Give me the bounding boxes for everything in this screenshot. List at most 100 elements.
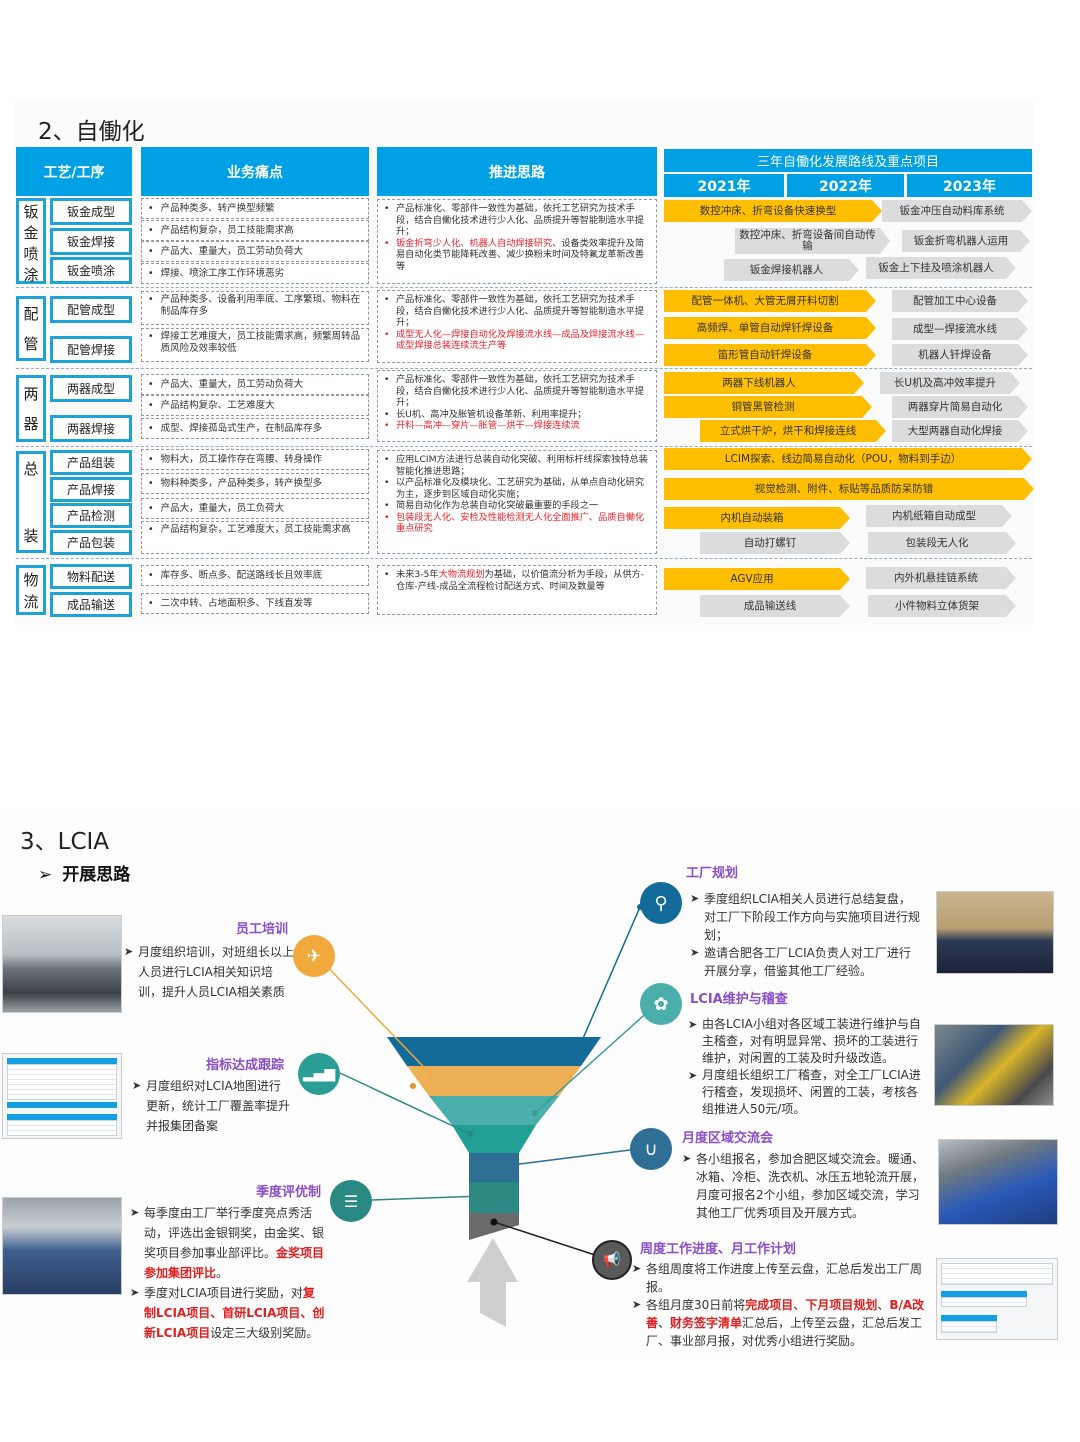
roadmap-item: 内机自动装箱 — [664, 507, 850, 529]
header-year-2023: 2023年 — [907, 174, 1032, 197]
pain-point: •产品大、重量大，员工劳动负荷大 — [141, 374, 369, 395]
roadmap-item: 视觉检测、附件、标贴等品质防呆防错 — [664, 478, 1034, 500]
search-icon: ⚲ — [640, 882, 682, 924]
process-pipe-welding: 配管焊接 — [50, 336, 132, 363]
roadmap-item: 笛形管自动钎焊设备 — [664, 344, 876, 366]
roadmap-item: LCIM探索、线边简易自动化（POU，物料到手边） — [664, 448, 1032, 470]
header-approach: 推进思路 — [377, 147, 657, 196]
process-pipe-forming: 配管成型 — [50, 296, 132, 323]
roadmap-item: 两器下线机器人 — [664, 372, 864, 394]
slide-title-automation: 2、自働化 — [38, 119, 145, 145]
roadmap-item: 两器穿片简易自动化 — [892, 396, 1028, 418]
weekly-title: 周度工作进度、月工作计划 — [640, 1242, 797, 1257]
pain-point: •物料种类多，产品种类多，转产换型多 — [141, 473, 369, 494]
up-arrow-icon — [467, 1238, 518, 1327]
slide-title-lcia: 3、LCIA — [20, 829, 110, 855]
process-hx-welding: 两器焊接 — [50, 415, 132, 442]
group-char: 两 — [23, 384, 39, 403]
roadmap-item: 自动打螺钉 — [700, 532, 850, 554]
group-char: 喷 — [23, 245, 39, 263]
quarterly-text: ➤每季度由工厂举行季度亮点秀活动，评选出金银铜奖，由金奖、银奖项目参加事业部评比… — [130, 1206, 325, 1340]
process-product-conveying: 成品输送 — [50, 592, 132, 617]
roadmap-item: 机器人钎焊设备 — [892, 344, 1028, 366]
group-char: 总 — [23, 460, 39, 478]
pain-point: •产品结构复杂、工艺难度大 — [141, 395, 369, 416]
process-inspection: 产品检测 — [50, 503, 132, 528]
funnel-layer-3 — [429, 1096, 559, 1125]
funnel-spout — [469, 1213, 519, 1240]
group-char: 配 — [23, 305, 39, 324]
training-photo — [2, 915, 122, 1013]
roadmap-item: 配管加工中心设备 — [892, 290, 1028, 312]
header-pain-points: 业务痛点 — [141, 147, 369, 196]
pain-point: •成型、焊接孤岛式生产，在制品库存多 — [141, 418, 369, 439]
kpi-text: ➤月度组织对LCIA地图进行更新，统计工厂覆盖率提升并报集团备案 — [132, 1079, 291, 1133]
roadmap-item: 数控冲床、折弯设备快速换型 — [664, 200, 882, 222]
roadmap-item: 内外机悬挂链系统 — [866, 567, 1016, 589]
weekly-report-image — [936, 1258, 1058, 1340]
process-product-welding: 产品焊接 — [50, 477, 132, 502]
roadmap-item: 包装段无人化 — [868, 532, 1016, 554]
roadmap-item: 高频焊、单管自动焊钎焊设备 — [664, 317, 876, 339]
kpi-title: 指标达成跟踪 — [206, 1058, 285, 1073]
process-sheet-welding: 钣金焊接 — [50, 228, 132, 255]
pain-point: •产品种类多、设备利用率底、工序繁琐、物料在制品库存多 — [141, 291, 369, 325]
process-assembly: 产品组装 — [50, 450, 132, 475]
roadmap-item: 数控冲床、折弯设备间自动传输 — [735, 228, 890, 254]
group-char: 钣 — [23, 203, 39, 221]
funnel-layer-2 — [407, 1066, 581, 1096]
approach-sheet-metal: •产品标准化、零部件一致性为基础，依托工艺研究为技术手段，结合自働化技术进行少人… — [377, 199, 657, 284]
section-subtitle: ➢开展思路 — [38, 865, 131, 885]
pain-point: •焊接、喷涂工序工作环境恶劣 — [141, 263, 369, 284]
training-title: 员工培训 — [236, 922, 289, 937]
group-final-assembly: 总装 — [16, 451, 46, 553]
pain-point: •产品结构复杂，员工技能需求高 — [141, 220, 369, 241]
weekly-text: ➤各组周度将工作进度上传至云盘，汇总后发出工厂周报。 ➤各组月度30日前将完成项… — [632, 1262, 925, 1348]
pain-point: •产品大、重量大，员工劳动负荷大 — [141, 241, 369, 262]
roadmap-item: 小件物料立体货架 — [868, 595, 1016, 617]
process-sheet-forming: 钣金成型 — [50, 198, 132, 225]
header-year-2022: 2022年 — [787, 174, 904, 197]
quarterly-title: 季度评优制 — [256, 1185, 322, 1200]
roadmap-item: 长U机及高冲效率提升 — [880, 372, 1020, 394]
maintenance-text: ➤由各LCIA小组对各区域工装进行维护与自主稽查，对有明显异常、损坏的工装进行维… — [688, 1017, 921, 1116]
magnet-icon: ∪ — [630, 1128, 672, 1170]
roadmap-item: 成型—焊接流水线 — [892, 318, 1028, 340]
group-char: 流 — [23, 592, 39, 611]
pain-point: •二次中转、占地面积多、下线直发等 — [141, 593, 369, 614]
roadmap-item: 配管一体机、大管无屑开料切割 — [664, 290, 876, 312]
training-text: ➤月度组织培训，对班组长以上人员进行LCIA相关知识培训，提升人员LCIA相关素… — [124, 945, 295, 999]
satellite-dish-icon: ✈ — [293, 935, 335, 977]
roadmap-item: AGV应用 — [664, 568, 850, 590]
quarterly-photo — [2, 1197, 122, 1295]
group-char: 物 — [23, 570, 39, 589]
row-separator — [16, 287, 1032, 288]
roadmap-item: 大型两器自动化焊接 — [892, 420, 1028, 442]
group-piping: 配管 — [16, 296, 46, 361]
roadmap-item: 铜管黑管检测 — [664, 396, 872, 418]
header-roadmap: 三年自働化发展路线及重点项目 — [664, 149, 1032, 172]
pain-point: •库存多、断点多、配送路线长且效率底 — [141, 565, 369, 586]
megaphone-icon: 📢 — [592, 1240, 632, 1280]
pain-point: •产品种类多、转产换型频繁 — [141, 198, 369, 219]
funnel-layer-1 — [387, 1037, 601, 1066]
roadmap-item: 钣金焊接机器人 — [724, 259, 859, 281]
approach-heat-exchanger: •产品标准化、零部件一致性为基础，依托工艺研究为技术手段，结合自働化技术进行少人… — [377, 370, 657, 442]
roadmap-item: 钣金上下挂及喷涂机器人 — [866, 257, 1016, 279]
maintenance-title: LCIA维护与稽查 — [690, 992, 788, 1007]
arrow-bullet-icon: ➢ — [38, 865, 53, 885]
pain-point: •产品大，重量大，员工负荷大 — [141, 498, 369, 519]
group-char: 管 — [23, 334, 39, 353]
exchange-title: 月度区域交流会 — [682, 1131, 774, 1146]
approach-logistics: •未来3-5年大物流规划为基础，以价值流分析为手段，从供方-仓库-产线-成品全流… — [377, 565, 657, 615]
funnel-layer-4 — [452, 1125, 536, 1153]
process-sheet-painting: 钣金喷涂 — [50, 257, 132, 284]
row-separator — [16, 446, 1032, 447]
roadmap-item: 立式烘干炉，烘干和焊接连线 — [700, 420, 886, 442]
group-sheet-metal: 钣金喷涂 — [16, 198, 46, 284]
pain-point: •物料大，员工操作存在弯腰、转身操作 — [141, 449, 369, 470]
group-heat-exchanger: 两器 — [16, 375, 46, 442]
roadmap-item: 成品输送线 — [700, 595, 850, 617]
pain-point: •产品结构复杂，工艺难度大，员工技能需求高 — [141, 521, 369, 554]
approach-piping: •产品标准化、零部件一致性为基础，依托工艺研究为技术手段，结合自働化技术进行少人… — [377, 290, 657, 363]
